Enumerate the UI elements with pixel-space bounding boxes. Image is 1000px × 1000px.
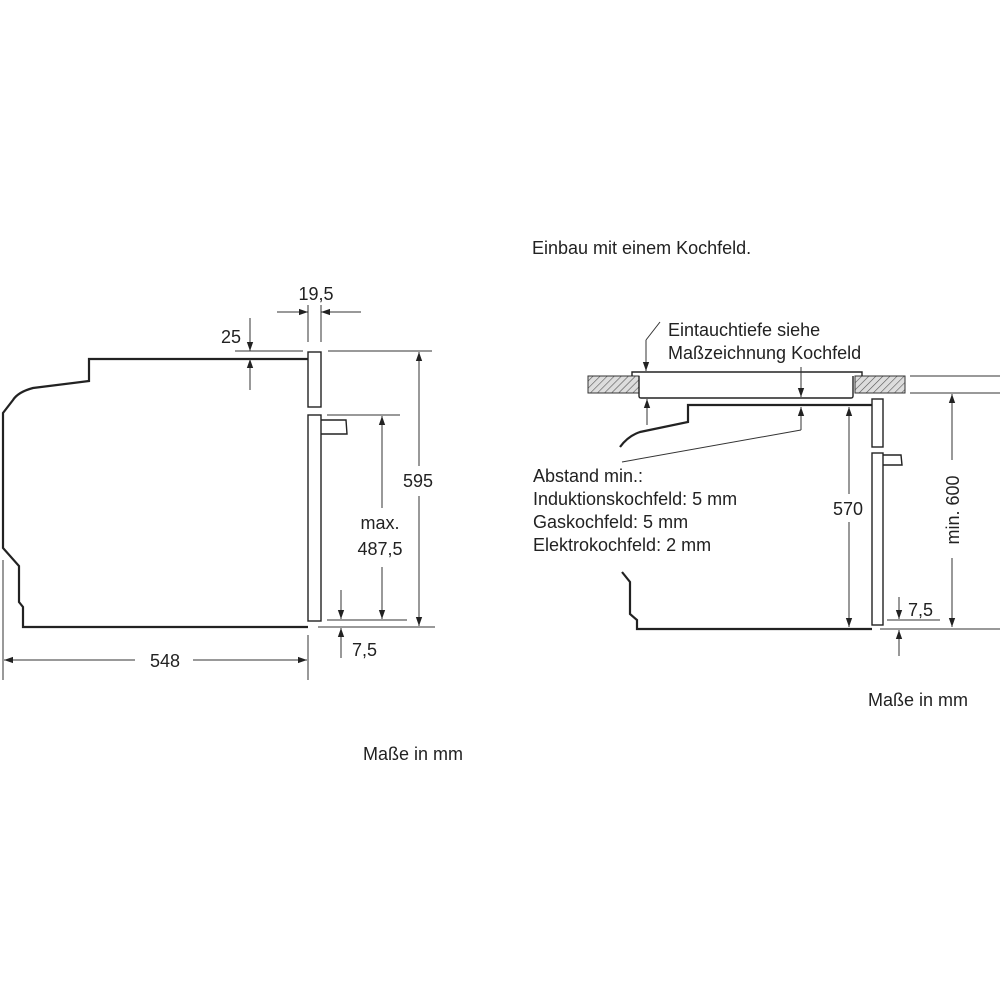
hob-depth-note: Eintauchtiefe siehe Maßzeichnung Kochfel… bbox=[642, 320, 861, 371]
distance-arrows bbox=[621, 367, 805, 463]
dim-min-600-label: min. 600 bbox=[943, 475, 963, 544]
hob-outline bbox=[631, 371, 863, 399]
dimension-min-600: min. 600 bbox=[880, 394, 1000, 630]
door-handle-right bbox=[883, 454, 903, 466]
dimension-max-487-5: max. 487,5 bbox=[327, 414, 407, 621]
dimension-door-thickness: 19,5 bbox=[277, 284, 361, 342]
oven-body-outline bbox=[1, 357, 308, 629]
dimension-height-570: 570 bbox=[833, 407, 863, 627]
right-title: Einbau mit einem Kochfeld. bbox=[532, 238, 751, 258]
dim-487-5-label: 487,5 bbox=[357, 539, 402, 559]
units-note-right: Maße in mm bbox=[868, 690, 968, 710]
door-lower-right bbox=[871, 452, 884, 626]
units-note-left: Maße in mm bbox=[363, 744, 463, 764]
distance-text: Abstand min.: Induktionskochfeld: 5 mm G… bbox=[533, 466, 737, 555]
door-handle bbox=[321, 419, 348, 435]
dim-595-label: 595 bbox=[403, 471, 433, 491]
dimension-bottom-offset-left: 7,5 bbox=[337, 590, 377, 660]
dim-25-label: 25 bbox=[221, 327, 241, 347]
dim-7-5-label: 7,5 bbox=[352, 640, 377, 660]
dim-max-label: max. bbox=[360, 513, 399, 533]
oven-upper-outline bbox=[619, 403, 872, 448]
distance-line: Induktionskochfeld: 5 mm bbox=[533, 489, 737, 509]
dimension-depth-548: 548 bbox=[2, 560, 309, 680]
worktop-left bbox=[587, 375, 640, 394]
hob-note-line1: Eintauchtiefe siehe bbox=[668, 320, 820, 340]
worktop-with-hob bbox=[587, 371, 1000, 399]
distance-line: Abstand min.: bbox=[533, 466, 643, 486]
dimension-height-595: 595 bbox=[318, 350, 435, 628]
dim-19-5-label: 19,5 bbox=[298, 284, 333, 304]
door-lower bbox=[307, 414, 322, 622]
door-upper-right bbox=[871, 398, 884, 448]
front-view-oven bbox=[619, 398, 903, 631]
dimension-top-offset: 25 bbox=[221, 318, 303, 390]
dim-570-label: 570 bbox=[833, 499, 863, 519]
door-upper bbox=[307, 351, 322, 408]
oven-lower-outline bbox=[621, 571, 872, 631]
dimension-bottom-offset-right: 7,5 bbox=[887, 597, 940, 656]
distance-line: Gaskochfeld: 5 mm bbox=[533, 512, 688, 532]
worktop-right bbox=[854, 375, 906, 394]
dim-548-label: 548 bbox=[150, 651, 180, 671]
hob-note-line2: Maßzeichnung Kochfeld bbox=[668, 343, 861, 363]
dim-7-5-right-label: 7,5 bbox=[908, 600, 933, 620]
distance-line: Elektrokochfeld: 2 mm bbox=[533, 535, 711, 555]
side-view-oven bbox=[1, 351, 348, 629]
